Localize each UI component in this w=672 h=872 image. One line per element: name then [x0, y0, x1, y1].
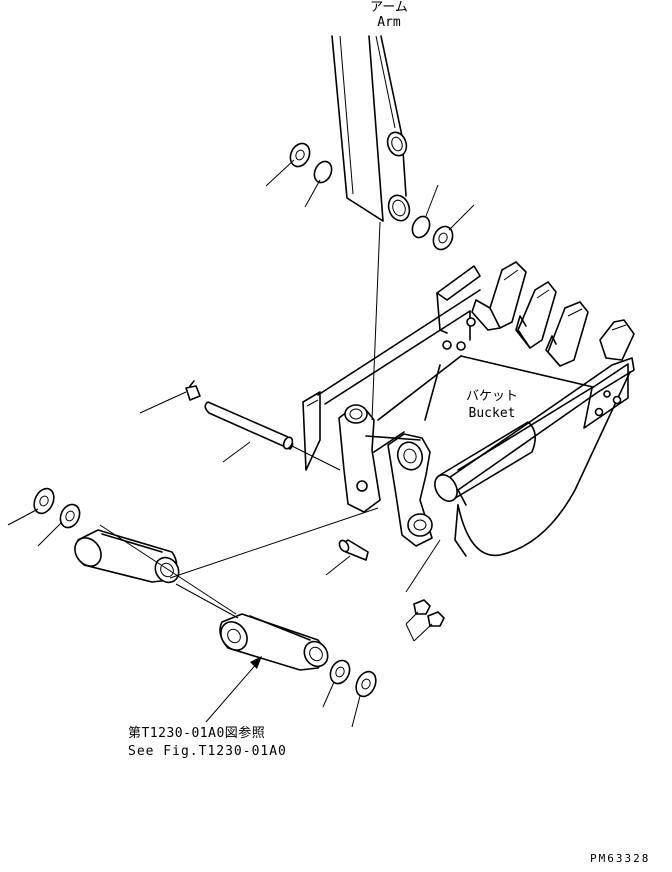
- assembly-lines: [99, 221, 381, 619]
- arm-label-en: Arm: [377, 15, 401, 30]
- bucket-label-en: Bucket: [468, 406, 516, 421]
- arm: [331, 35, 411, 222]
- drawing-number: PM63328: [590, 852, 651, 865]
- pivot-brackets: [338, 404, 433, 547]
- arm-washers: [265, 142, 475, 251]
- bucket: [302, 261, 635, 557]
- link-upper: [74, 529, 180, 584]
- link-washers: [7, 487, 377, 728]
- bucket-label-jp: バケット: [465, 389, 519, 404]
- reference-label-en: See Fig.T1230-01A0: [128, 744, 287, 759]
- bolt-and-nuts: [325, 539, 445, 642]
- reference-arrow: [205, 656, 262, 723]
- link-lower: [219, 613, 329, 671]
- arm-label-jp: アーム: [370, 0, 408, 15]
- reference-label-jp: 第T1230-01A0図参照: [128, 726, 266, 741]
- pin-assembly: [139, 380, 294, 463]
- bucket-teeth: [471, 261, 635, 367]
